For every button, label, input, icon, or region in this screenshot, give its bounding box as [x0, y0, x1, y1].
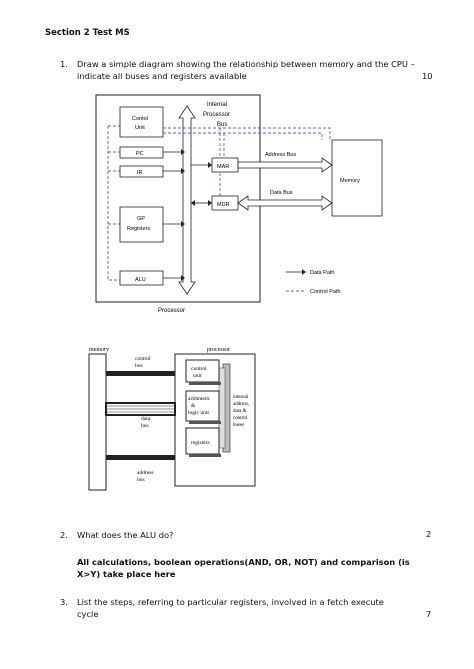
- question-3-line1: List the steps, referring to particular …: [77, 597, 384, 607]
- pc-label: PC: [136, 151, 144, 157]
- internal-buses-label-3: data &: [233, 409, 247, 414]
- ir-box: [119, 165, 164, 178]
- gp-registers-label-2: Registers: [127, 226, 150, 232]
- legend-data-path: Data Path: [310, 270, 334, 276]
- control-unit-label-b: unit: [193, 373, 202, 379]
- memory-box: [331, 139, 383, 217]
- control-bus: [106, 371, 175, 376]
- control-bus-label-1: control: [135, 356, 151, 362]
- address-bus-label-1: address: [137, 470, 154, 476]
- question-2-marks: 2: [426, 529, 432, 539]
- control-bus-label-2: bus: [135, 363, 143, 369]
- address-bus-label: Address Bus: [265, 152, 296, 158]
- question-2-text: What does the ALU do?: [77, 530, 174, 540]
- pc-box: [119, 146, 164, 159]
- alu-box-2: [185, 390, 220, 422]
- internal-bus-label-2: Processor: [203, 112, 230, 118]
- question-1-text: Draw a simple diagram showing the relati…: [77, 58, 437, 82]
- memory-column: [88, 353, 107, 491]
- mdr-label: MDR: [217, 202, 230, 208]
- question-2-answer: All calculations, boolean operations(AND…: [77, 556, 437, 580]
- control-unit-label-1: Contol: [132, 116, 148, 122]
- data-bus-label-2: bus: [141, 423, 149, 429]
- ir-label: IR: [137, 170, 143, 176]
- question-3-number: 3.: [60, 597, 68, 607]
- question-1-marks: 10: [422, 71, 433, 81]
- gp-registers-box: [119, 206, 164, 243]
- question-1-line2: indicate all buses and registers availab…: [77, 71, 247, 81]
- question-3-marks: 7: [426, 609, 432, 619]
- alu-label: ALU: [135, 277, 146, 283]
- data-bus-arrow: [237, 195, 333, 211]
- data-bus-label-1: data: [141, 416, 151, 422]
- internal-buses-label-4: control: [233, 416, 248, 421]
- internal-bus-label-1: Internal: [207, 102, 227, 108]
- cpu-memory-diagram: Internal Processor Bus Contol Unit PC IR…: [95, 94, 383, 314]
- address-bus-arrow: [237, 157, 333, 173]
- internal-buses-label-5: buses: [233, 423, 244, 428]
- address-bus-label-2: bus: [137, 477, 145, 483]
- question-2-answer-line2: X>Y) take place here: [77, 569, 176, 579]
- internal-bus-label-3: Bus: [217, 122, 227, 128]
- processor-memory-diagram: memory processor control bus data bus ad…: [88, 347, 256, 491]
- control-unit-label-a: control: [191, 366, 207, 372]
- internal-buses-label-1: internal: [233, 395, 249, 400]
- mar-label: MAR: [217, 164, 229, 170]
- document-title: Section 2 Test MS: [45, 28, 130, 38]
- internal-bus-arrow: [178, 105, 196, 295]
- question-2-answer-line1: All calculations, boolean operations(AND…: [77, 557, 410, 567]
- control-unit-label-2: Unit: [135, 125, 145, 131]
- question-3-line2: cycle: [77, 609, 99, 619]
- question-1-line1: Draw a simple diagram showing the relati…: [77, 59, 415, 69]
- alu-label-b: &: [191, 403, 196, 409]
- memory-label: Memory: [340, 178, 360, 184]
- question-1-number: 1.: [60, 59, 68, 69]
- registers-label: registers: [191, 440, 210, 446]
- processor-label: Processor: [158, 308, 185, 314]
- address-bus: [106, 455, 175, 460]
- control-unit-box: [119, 106, 164, 138]
- registers-box-2: [185, 427, 220, 455]
- processor-label-2: processor: [207, 347, 230, 353]
- gp-registers-label-1: GP: [137, 216, 145, 222]
- internal-buses-label-2: address,: [233, 402, 249, 407]
- memory-label-2: memory: [89, 347, 109, 353]
- alu-label-a: arithmetic: [188, 396, 211, 402]
- data-bus-label: Data Bus: [270, 190, 293, 196]
- legend-control-path: Control Path: [310, 289, 341, 295]
- alu-label-c: logic unit: [188, 410, 209, 416]
- question-2-number: 2.: [60, 530, 68, 540]
- processor-box: [95, 94, 261, 303]
- question-1: 1.: [60, 58, 68, 70]
- question-3-text: List the steps, referring to particular …: [77, 596, 437, 620]
